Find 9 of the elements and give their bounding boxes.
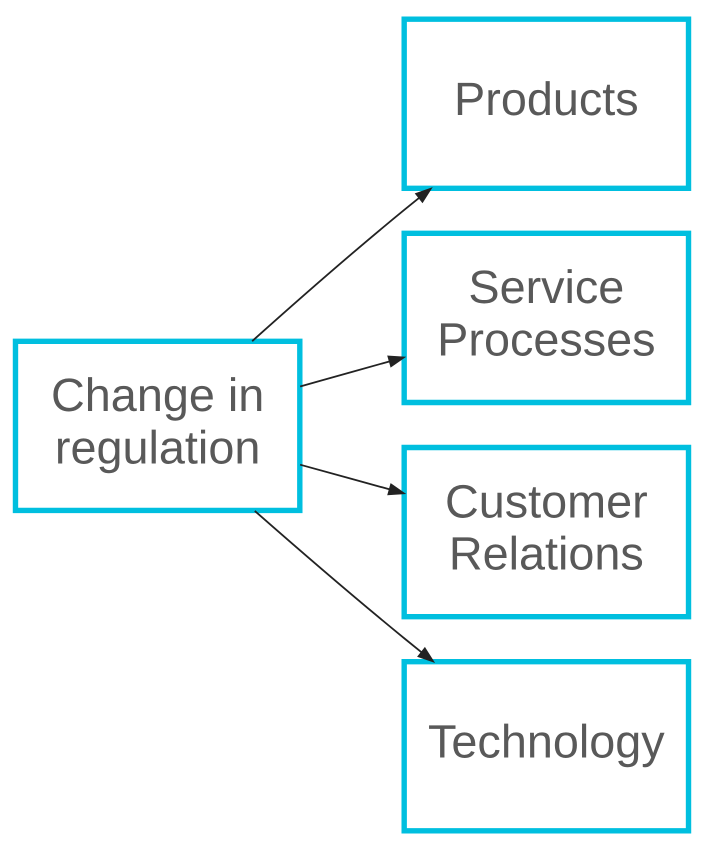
arrow	[300, 464, 406, 496]
node-box: Service Processes	[401, 230, 692, 406]
node-box: Change in regulation	[12, 338, 303, 514]
arrow	[252, 187, 433, 342]
arrow	[254, 510, 436, 664]
node-box: Products	[401, 16, 692, 192]
node-box: Customer Relations	[401, 444, 692, 620]
node-box: Technology	[401, 658, 692, 834]
arrow	[300, 356, 406, 388]
